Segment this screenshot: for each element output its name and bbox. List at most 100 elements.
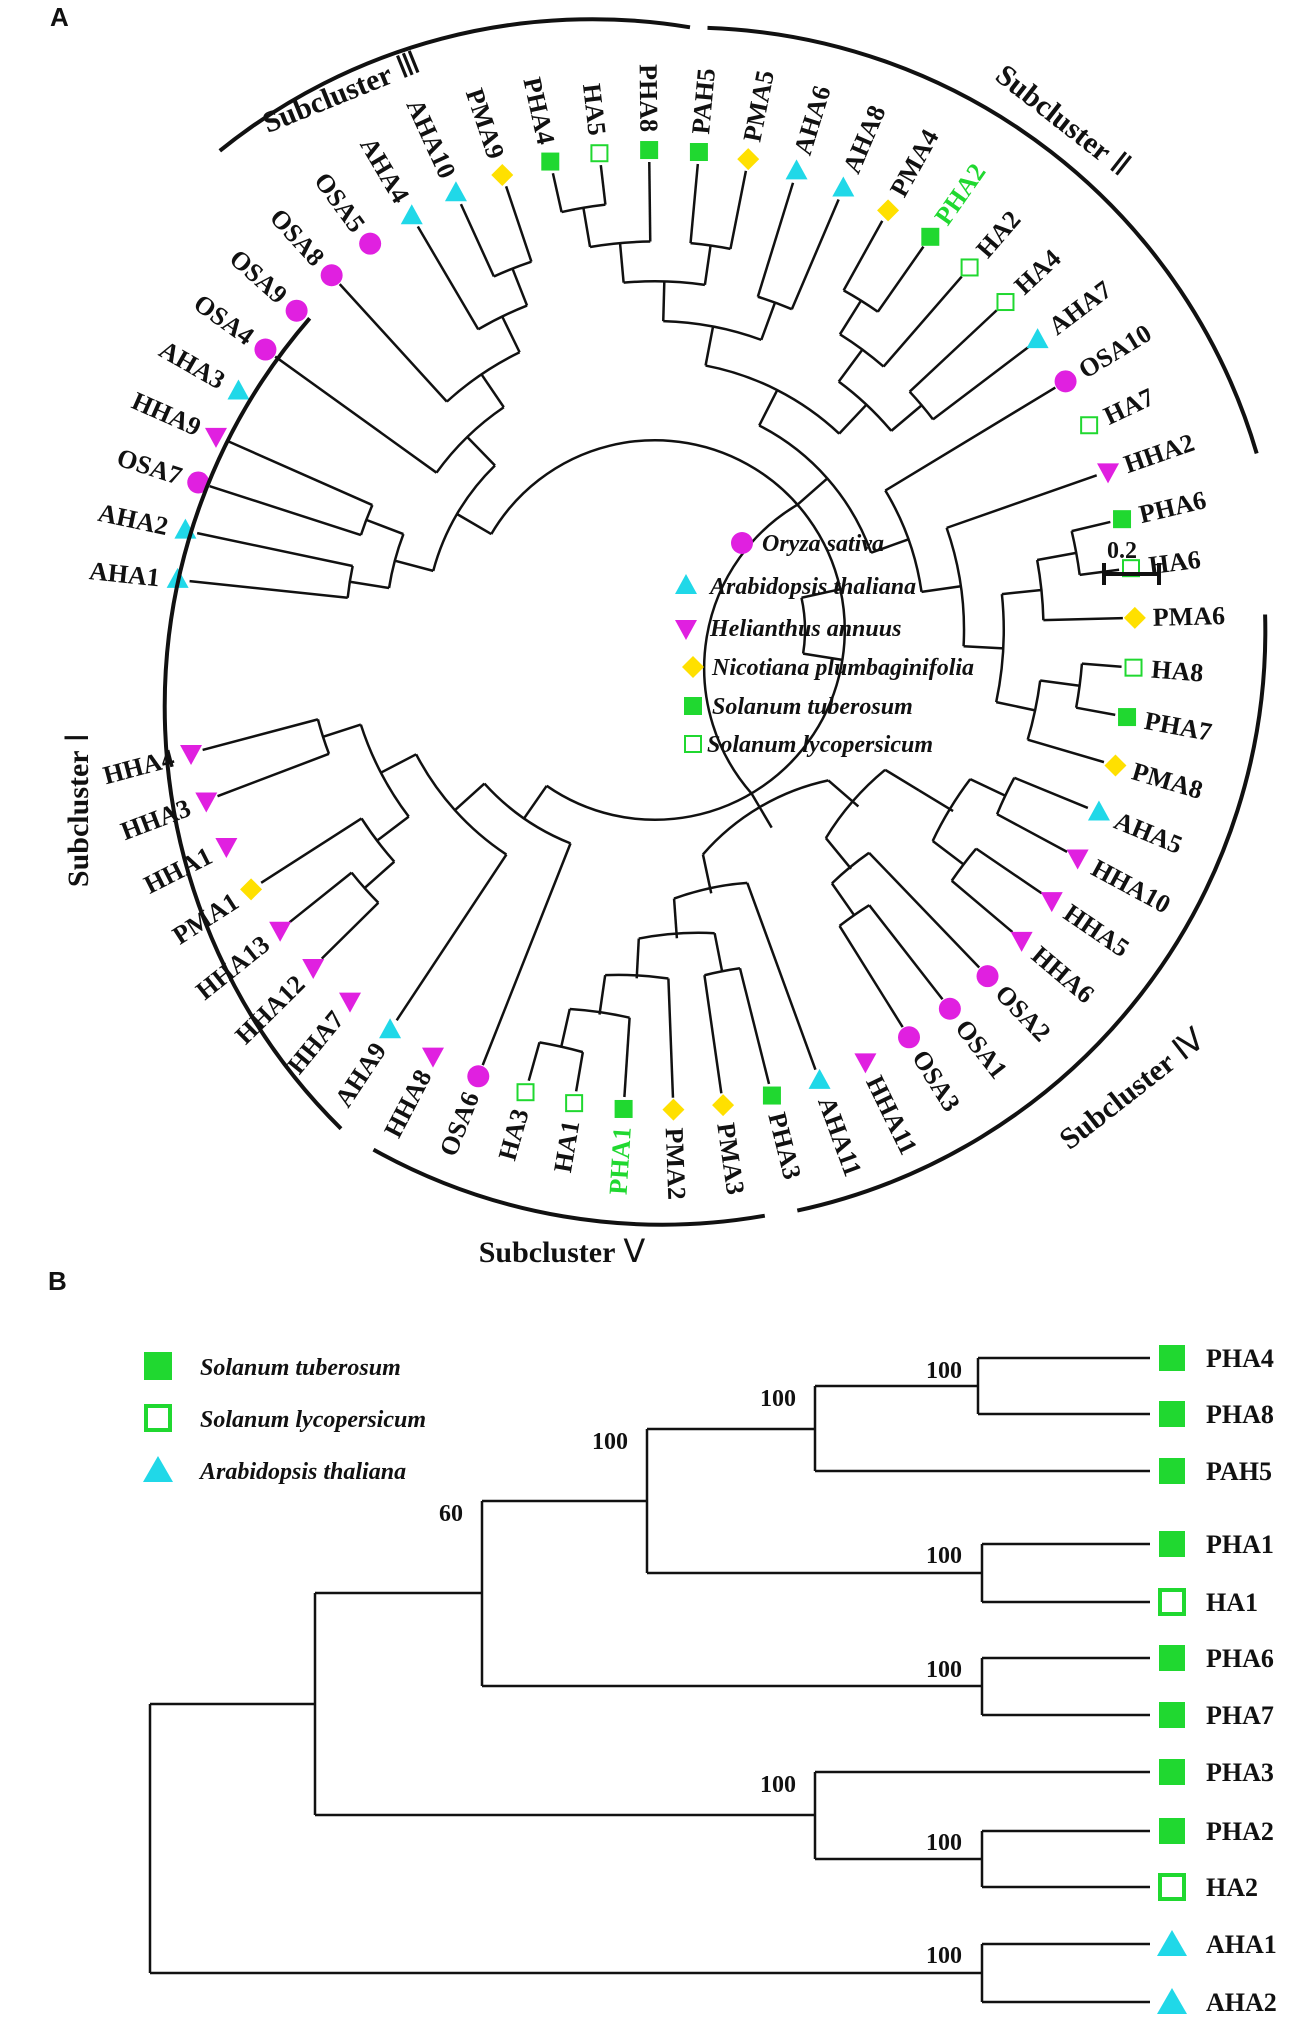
branch bbox=[746, 882, 817, 1071]
triangle-up-marker-icon bbox=[400, 204, 423, 225]
tree-leaf: AHA1 bbox=[1157, 1930, 1277, 1959]
leaf-label: PHA2 bbox=[1206, 1817, 1274, 1846]
bootstrap-value: 100 bbox=[926, 1830, 962, 1856]
branch bbox=[946, 474, 1098, 530]
branch bbox=[349, 580, 390, 590]
diamond-marker-icon bbox=[1104, 754, 1127, 777]
legend-oryza-label: Oryza sativa bbox=[762, 531, 884, 557]
subcluster-5-arc bbox=[372, 1147, 766, 1227]
leaf-label: HHA8 bbox=[378, 1065, 437, 1142]
branch bbox=[511, 268, 529, 307]
legend-b-solanum-lycopersicum-label: Solanum lycopersicum bbox=[200, 1407, 426, 1433]
branch bbox=[975, 847, 1043, 895]
tree-leaf: PMA9 bbox=[460, 85, 514, 186]
bootstrap-values: 100 100 100 60 100 100 100 100 100 bbox=[439, 1358, 962, 1969]
clade-arc bbox=[445, 351, 521, 403]
branch bbox=[501, 315, 521, 353]
triangle-down-marker-icon bbox=[675, 620, 697, 640]
open-square-marker-icon bbox=[1158, 1873, 1186, 1901]
triangle-up-marker-icon bbox=[379, 1018, 402, 1039]
leaf-label: HA1 bbox=[548, 1118, 585, 1174]
leaf-label: OSA10 bbox=[1073, 318, 1156, 384]
subcluster-3-arc bbox=[218, 17, 691, 153]
leaf-label: HHA10 bbox=[1087, 853, 1176, 919]
legend-nicotiana-label: Nicotiana plumbaginifolia bbox=[711, 655, 974, 681]
triangle-down-marker-icon bbox=[195, 792, 218, 813]
tree-leaf: HHA8 bbox=[378, 1047, 444, 1142]
branch bbox=[662, 281, 666, 322]
branch bbox=[189, 579, 348, 599]
legend-helianthus: Helianthus annuus bbox=[675, 616, 901, 642]
tree-leaf: AHA2 bbox=[96, 498, 197, 541]
clade-arc bbox=[569, 1007, 630, 1019]
branch bbox=[995, 700, 1036, 712]
leaf-label: AHA2 bbox=[1206, 1988, 1277, 2017]
branch bbox=[574, 1051, 585, 1092]
circle-marker-icon bbox=[320, 264, 343, 287]
panel-a-label: A bbox=[50, 2, 69, 32]
leaf-label: AHA4 bbox=[354, 132, 415, 208]
tree-leaf: AHA2 bbox=[1157, 1988, 1277, 2017]
branch bbox=[623, 1017, 631, 1098]
legend-solanum-lycopersicum-label: Solanum lycopersicum bbox=[707, 732, 933, 758]
clade-arc bbox=[605, 973, 669, 980]
legend-b-arabidopsis-label: Arabidopsis thaliana bbox=[198, 1459, 406, 1485]
clade-arc bbox=[758, 424, 873, 554]
subcluster-4-label: SubclusterⅣ bbox=[1053, 1020, 1211, 1156]
diamond-marker-icon bbox=[712, 1094, 735, 1117]
leaf-label: HA2 bbox=[970, 205, 1026, 263]
tree-leaf: PHA3 bbox=[1159, 1758, 1274, 1787]
tree-leaf: AHA11 bbox=[808, 1068, 868, 1180]
branch bbox=[527, 1042, 541, 1081]
tree-leaf: PMA6 bbox=[1123, 601, 1225, 632]
branch bbox=[416, 225, 480, 330]
triangle-up-marker-icon bbox=[227, 379, 250, 400]
branch bbox=[1001, 588, 1042, 596]
svg-text:SubclusterⅢ: SubclusterⅢ bbox=[257, 44, 425, 140]
tree-leaf: AHA8 bbox=[832, 101, 891, 197]
open-square-marker-icon bbox=[1080, 416, 1099, 435]
branch bbox=[274, 355, 438, 474]
leaf-label: PMA9 bbox=[460, 85, 510, 163]
leaf-label: PAH5 bbox=[686, 67, 721, 135]
rectangular-tree-branches bbox=[148, 1356, 1150, 2004]
branch bbox=[931, 839, 966, 867]
leaf-label: HHA9 bbox=[128, 386, 206, 442]
bootstrap-value: 100 bbox=[926, 1358, 962, 1384]
leaf-label: HHA3 bbox=[117, 793, 195, 846]
branch bbox=[876, 245, 925, 313]
triangle-up-marker-icon bbox=[832, 176, 855, 197]
legend-solanum-tuberosum: Solanum tuberosum bbox=[684, 694, 913, 720]
branch bbox=[338, 283, 448, 403]
branch bbox=[209, 484, 362, 537]
branch bbox=[890, 404, 923, 432]
branch bbox=[729, 170, 748, 250]
branch bbox=[868, 851, 981, 969]
tree-leaf: PHA6 bbox=[1159, 1644, 1274, 1673]
branch bbox=[480, 373, 505, 408]
branch bbox=[459, 203, 496, 277]
branch bbox=[837, 348, 864, 383]
panel-a: A AHA1AHA2OSA7HHA9AHA3OSA4OSA9OSA8OSA5AH… bbox=[50, 2, 1268, 1269]
filled-square-marker-icon bbox=[1159, 1531, 1185, 1557]
tree-leaf: PMA3 bbox=[711, 1094, 750, 1196]
branch bbox=[758, 389, 779, 427]
filled-square-marker-icon bbox=[1159, 1645, 1185, 1671]
clade-arc bbox=[623, 280, 706, 287]
legend-b-arabidopsis: Arabidopsis thaliana bbox=[143, 1456, 406, 1485]
triangle-down-marker-icon bbox=[1066, 849, 1089, 870]
leaf-label: HA5 bbox=[577, 82, 612, 137]
legend-arabidopsis: Arabidopsis thaliana bbox=[675, 574, 916, 600]
branch bbox=[796, 477, 829, 506]
leaf-label: PHA3 bbox=[762, 1109, 807, 1182]
filled-square-marker-icon bbox=[1113, 510, 1132, 529]
branch bbox=[824, 837, 853, 870]
branch bbox=[618, 242, 625, 283]
branch bbox=[320, 901, 380, 960]
panel-b: B Solanum tuberosum Solanum lycopersicum… bbox=[48, 1266, 1277, 2017]
clade-arc bbox=[702, 503, 799, 795]
diamond-marker-icon bbox=[877, 199, 900, 222]
clade-arc bbox=[690, 241, 731, 251]
clade-arc bbox=[673, 881, 748, 900]
tree-leaf: PMA2 bbox=[660, 1098, 691, 1200]
